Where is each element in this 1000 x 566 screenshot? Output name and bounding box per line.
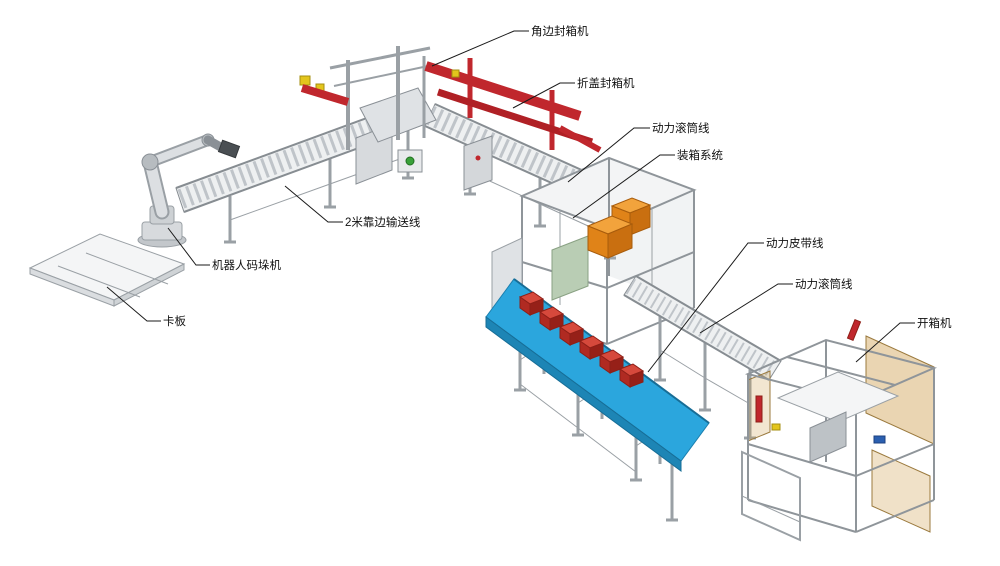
robot-palletizer-leader-line — [167, 227, 210, 266]
edge-conveyor-label: 2米靠边输送线 — [345, 215, 421, 229]
roller-line-top-leader-line — [567, 127, 650, 183]
belt-line-leader-line — [647, 242, 764, 373]
edge-conveyor-leader-line — [284, 185, 343, 223]
flap-sealer-graphic — [299, 46, 437, 185]
roller-line-mid-label: 动力滚筒线 — [795, 277, 853, 291]
corner-sealer-label: 角边封箱机 — [531, 24, 589, 38]
pallet-label: 卡板 — [163, 314, 186, 328]
case-erector-label: 开箱机 — [917, 316, 952, 330]
corner-sealer-leader-line — [431, 30, 529, 67]
belt-line-label: 动力皮带线 — [766, 236, 824, 250]
pallet-leader-line — [106, 286, 161, 322]
mid-roller-line-graphic — [623, 275, 782, 440]
belt-cartons — [518, 291, 645, 388]
packing-system-leader-line — [572, 154, 675, 219]
callouts: 角边封箱机 折盖封箱机 动力滚筒线 装箱系统 动力皮带线 动力滚筒线 开箱机 2… — [106, 24, 952, 373]
flap-sealer-label: 折盖封箱机 — [577, 76, 635, 90]
flap-sealer-leader-line — [512, 82, 575, 109]
roller-line-top-label: 动力滚筒线 — [652, 121, 710, 135]
roller-line-mid-leader-line — [699, 283, 793, 334]
belt-conveyor-graphic — [485, 278, 710, 522]
robot-palletizer-graphic — [137, 133, 241, 248]
robot-palletizer-label: 机器人码垛机 — [212, 258, 281, 272]
pallet-graphic — [28, 233, 186, 307]
corner-sealer-graphic — [424, 58, 602, 191]
packing-system-label: 装箱系统 — [677, 148, 723, 162]
case-erector-leader-line — [855, 322, 915, 363]
case-erector-graphic — [741, 318, 938, 542]
